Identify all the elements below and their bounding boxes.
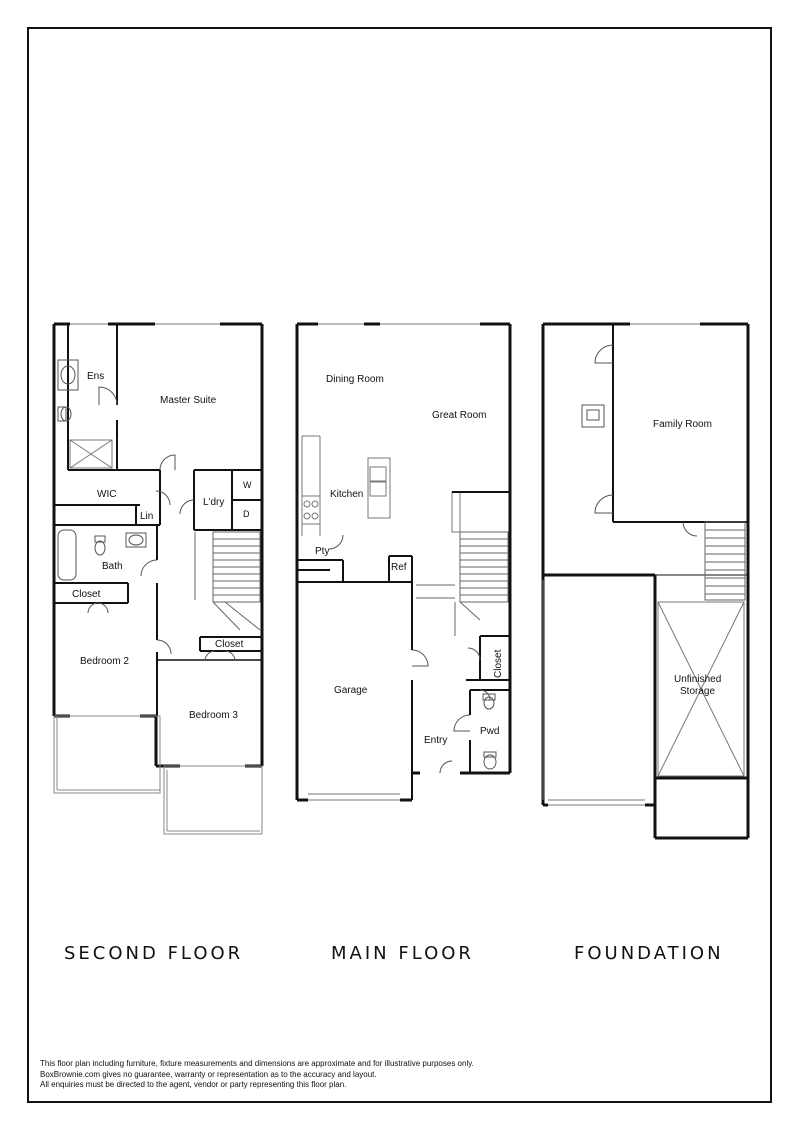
- second-floor-plan: [52, 322, 264, 835]
- label-closet-right: Closet: [215, 639, 244, 650]
- label-bedroom-3: Bedroom 3: [189, 710, 238, 721]
- label-wic: WIC: [97, 489, 116, 500]
- label-kitchen: Kitchen: [330, 489, 363, 500]
- label-bedroom-2: Bedroom 2: [80, 656, 129, 667]
- main-floor-plan: [295, 322, 512, 802]
- label-bath: Bath: [102, 561, 123, 572]
- second-floor-title: SECOND FLOOR: [64, 943, 244, 964]
- foundation-plan: [541, 322, 750, 840]
- label-master-suite: Master Suite: [160, 395, 217, 406]
- label-unfinished: Unfinished: [674, 674, 721, 685]
- label-laundry: L'dry: [203, 497, 224, 508]
- label-pantry: Pty: [315, 546, 329, 557]
- disclaimer: This floor plan including furniture, fix…: [40, 1059, 474, 1091]
- label-entry: Entry: [424, 735, 447, 746]
- label-ref: Ref: [391, 562, 407, 573]
- label-pwd: Pwd: [480, 726, 499, 737]
- label-dryer: D: [243, 509, 250, 519]
- label-great-room: Great Room: [432, 410, 486, 421]
- main-floor-title: MAIN FLOOR: [331, 943, 474, 964]
- page-frame: [27, 27, 772, 1103]
- label-dining-room: Dining Room: [326, 374, 384, 385]
- label-ens: Ens: [87, 371, 104, 382]
- label-family-room: Family Room: [653, 419, 712, 430]
- disclaimer-line-3: All enquiries must be directed to the ag…: [40, 1080, 347, 1089]
- label-storage: Storage: [680, 686, 715, 697]
- disclaimer-line-2: BoxBrownie.com gives no guarantee, warra…: [40, 1069, 377, 1079]
- label-closet-left: Closet: [72, 589, 101, 600]
- label-garage: Garage: [334, 685, 368, 696]
- label-lin: Lin: [140, 511, 153, 522]
- disclaimer-line-1: This floor plan including furniture, fix…: [40, 1059, 474, 1068]
- label-closet-main: Closet: [493, 649, 504, 678]
- foundation-title: FOUNDATION: [574, 943, 724, 964]
- label-washer: W: [243, 480, 252, 490]
